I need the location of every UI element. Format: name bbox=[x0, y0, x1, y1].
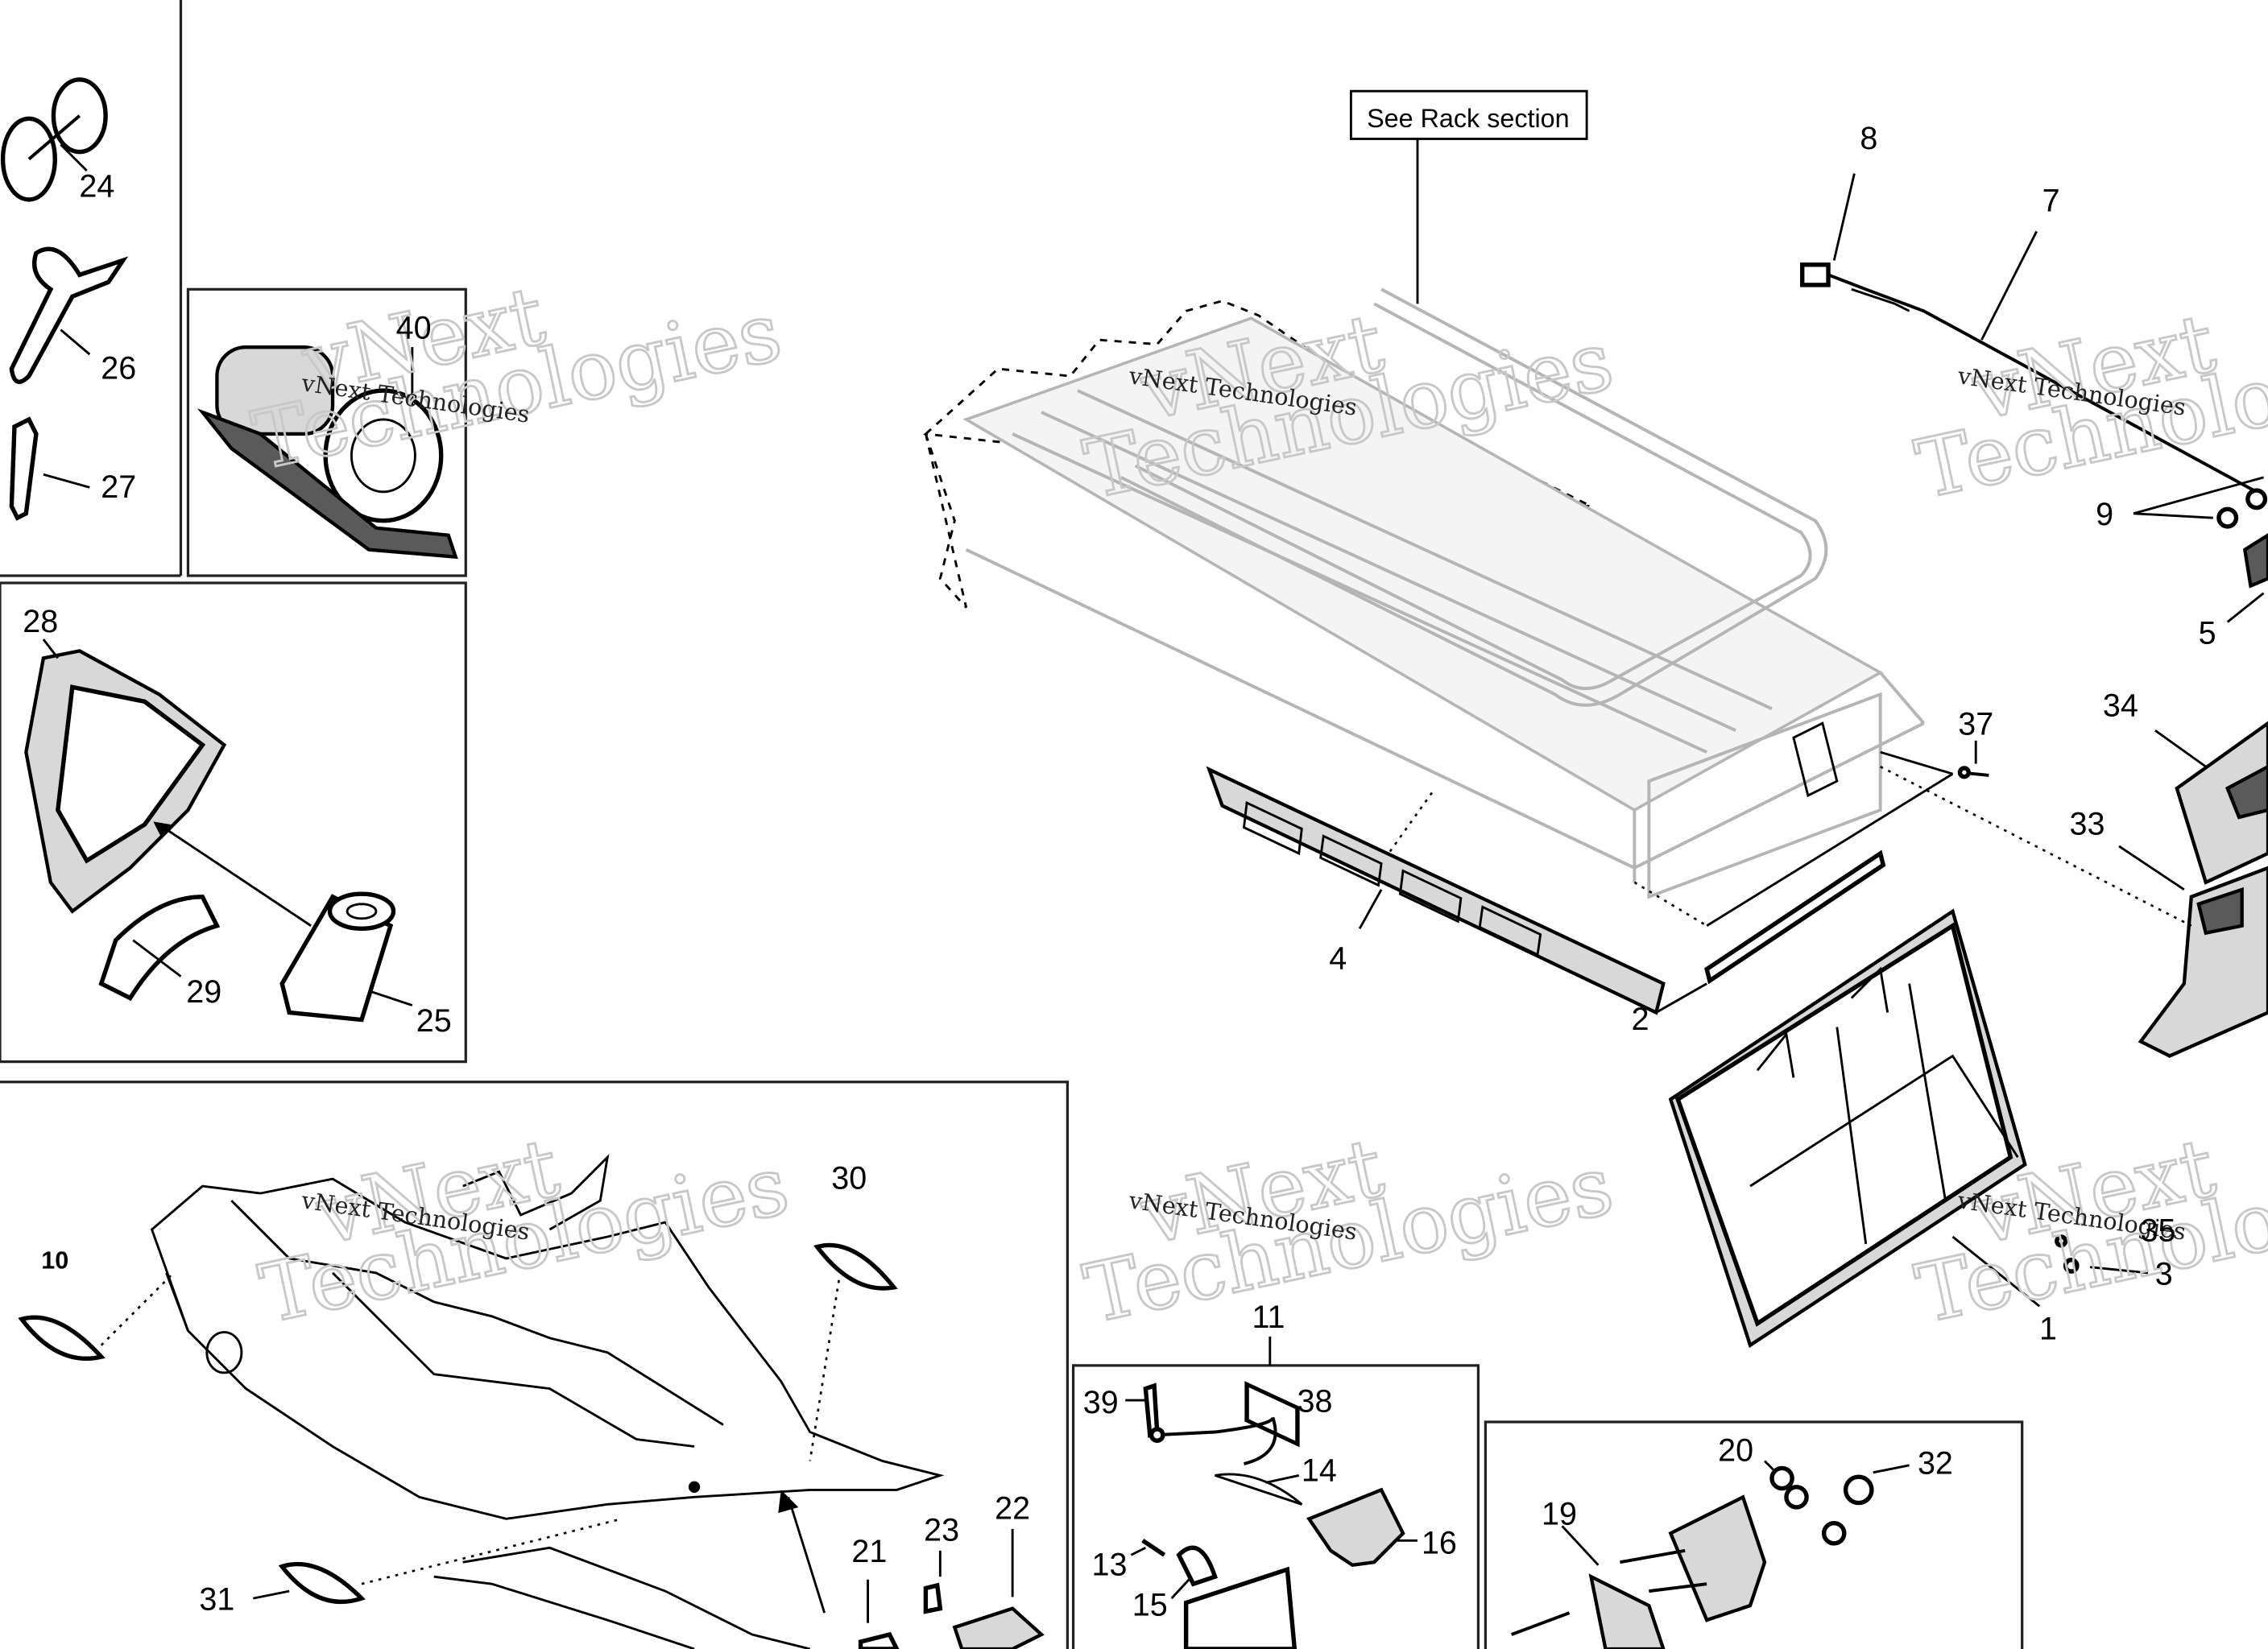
callout-38: 38 bbox=[1297, 1383, 1333, 1419]
part-7-harness bbox=[1800, 173, 2258, 494]
callout-9: 9 bbox=[2096, 497, 2113, 532]
callout-2: 2 bbox=[1632, 1002, 1649, 1037]
callout-34: 34 bbox=[2103, 688, 2138, 723]
part-31-decal bbox=[253, 1518, 623, 1605]
part-1-cargo-box bbox=[1668, 908, 2041, 1349]
callout-32: 32 bbox=[1918, 1446, 1953, 1482]
callout-30: 30 bbox=[831, 1161, 867, 1196]
part-11-kit bbox=[1125, 1336, 1418, 1649]
callout-24: 24 bbox=[79, 168, 114, 204]
callout-28: 28 bbox=[23, 604, 58, 639]
callout-13: 13 bbox=[1092, 1547, 1128, 1582]
callout-35: 35 bbox=[2141, 1213, 2176, 1248]
part-29-clip bbox=[98, 895, 221, 1002]
part-40-winch bbox=[197, 345, 458, 560]
callout-37: 37 bbox=[1958, 707, 1993, 742]
part-26-spanner bbox=[9, 246, 129, 384]
callout-20: 20 bbox=[1718, 1432, 1753, 1468]
part-25-cylinder bbox=[279, 891, 413, 1023]
callout-8: 8 bbox=[1860, 121, 1877, 156]
callout-21: 21 bbox=[851, 1534, 887, 1569]
part-10-decal bbox=[18, 1271, 175, 1361]
see-rack-section-note: See Rack section bbox=[1349, 89, 1588, 304]
callout-15: 15 bbox=[1132, 1588, 1168, 1623]
part-24-mirror-tool bbox=[0, 77, 108, 202]
part-3-fastener bbox=[2055, 1234, 2149, 1275]
part-27-wrench bbox=[9, 416, 90, 521]
part-9-nuts bbox=[2133, 476, 2268, 623]
callout-39: 39 bbox=[1083, 1385, 1119, 1420]
frame-boxes bbox=[0, 0, 2024, 1649]
cargo-rack-ghost bbox=[923, 287, 1954, 927]
part-19-latch bbox=[1511, 1460, 1910, 1649]
callout-22: 22 bbox=[995, 1490, 1030, 1526]
part-4-bumper bbox=[1206, 766, 1666, 1448]
see-rack-section-text: See Rack section bbox=[1367, 104, 1570, 133]
snowmobile-outline bbox=[150, 1154, 945, 1649]
part-33-bracket bbox=[1880, 765, 2268, 1058]
callout-16: 16 bbox=[1422, 1525, 1457, 1560]
callout-26: 26 bbox=[101, 351, 136, 386]
callout-25: 25 bbox=[416, 1003, 452, 1039]
part-37-pin bbox=[1957, 740, 1989, 779]
callout-40: 40 bbox=[396, 310, 432, 345]
callout-5: 5 bbox=[2199, 615, 2216, 651]
callout-29: 29 bbox=[186, 974, 221, 1010]
part-28-housing bbox=[24, 639, 312, 927]
part-2-strip bbox=[1655, 849, 1886, 1014]
part-21-22-23-brackets bbox=[858, 1528, 1045, 1649]
callout-33: 33 bbox=[2070, 807, 2105, 842]
part-34-bracket bbox=[2154, 721, 2268, 885]
callout-19: 19 bbox=[1542, 1496, 1577, 1531]
callout-4: 4 bbox=[1329, 941, 1347, 977]
callout-27: 27 bbox=[101, 469, 136, 505]
callout-11: 11 bbox=[1252, 1300, 1285, 1335]
callout-7: 7 bbox=[2042, 183, 2060, 218]
callout-23: 23 bbox=[924, 1512, 959, 1548]
part-30-decal bbox=[809, 1242, 898, 1461]
callout-31: 31 bbox=[199, 1581, 234, 1617]
callout-14: 14 bbox=[1302, 1453, 1337, 1489]
callout-1: 1 bbox=[2039, 1312, 2057, 1347]
callout-10: 10 bbox=[41, 1247, 68, 1275]
callout-labels: 1 2 3 4 5 7 8 9 10 11 13 14 15 16 19 20 … bbox=[23, 121, 2216, 1623]
callout-3: 3 bbox=[2155, 1256, 2173, 1292]
